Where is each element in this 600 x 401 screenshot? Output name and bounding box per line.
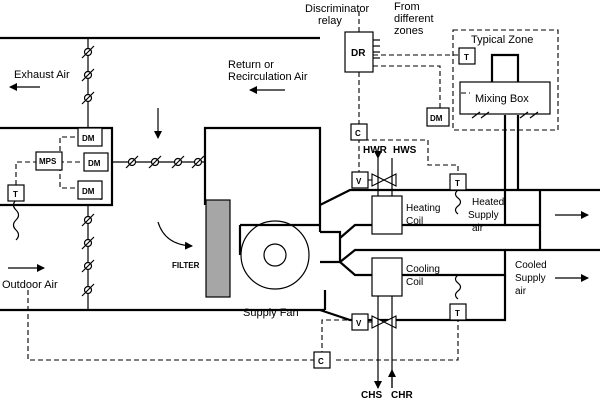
exhaust-air-label: Exhaust Air: [14, 69, 70, 81]
oa-sensor-element: [12, 199, 20, 241]
svg-text:DM: DM: [82, 134, 95, 143]
t-box-zone: T: [458, 47, 476, 65]
filter-element: [205, 199, 231, 298]
v-box-cooling: V: [351, 313, 372, 331]
svg-text:T: T: [13, 190, 18, 199]
chs-label: CHS: [361, 390, 382, 401]
control-lines: [15, 10, 470, 361]
outdoor-damper: [81, 205, 95, 310]
c-box-lower: C: [313, 351, 331, 369]
outdoor-air-label: Outdoor Air: [2, 279, 58, 291]
svg-text:C: C: [318, 357, 324, 366]
svg-text:C: C: [355, 129, 361, 138]
svg-text:T: T: [455, 179, 460, 188]
typical-zone-label: Typical Zone: [471, 34, 533, 46]
svg-text:MPS: MPS: [39, 157, 57, 166]
mixing-box-label: Mixing Box: [475, 93, 529, 105]
cool-sensor-element: [454, 274, 462, 300]
dm-box-zone: DM: [426, 107, 450, 127]
return-air-label: Return or Recirculation Air: [228, 59, 308, 83]
cooled-supply-label: Cooled Supply air: [515, 260, 549, 297]
discriminator-relay-label: Discriminator relay: [305, 3, 372, 27]
v-box-heating: V: [351, 171, 372, 189]
hwr-label: HWR: [363, 145, 388, 156]
t-box-heated: T: [449, 173, 467, 191]
heat-sensor-element: [454, 189, 462, 215]
svg-text:T: T: [464, 53, 469, 62]
mixing-box: [459, 81, 551, 115]
from-zones-label: From different zones: [394, 1, 437, 37]
heating-coil-label: Heating Coil: [406, 203, 443, 227]
svg-text:V: V: [356, 177, 362, 186]
recirc-damper: [112, 155, 205, 169]
chr-label: CHR: [391, 390, 413, 401]
ductwork: [0, 36, 600, 322]
heating-coil: [371, 195, 403, 235]
c-box-upper: C: [350, 123, 368, 141]
typical-zone: [452, 29, 559, 131]
dm-box-outdoor: DM: [77, 180, 103, 200]
svg-text:V: V: [356, 319, 362, 328]
mixing-box-dampers: [471, 111, 539, 119]
svg-text:T: T: [455, 309, 460, 318]
svg-text:DM: DM: [430, 114, 443, 123]
dm-box-exhaust: DM: [77, 127, 103, 147]
heated-supply-label: Heated Supply air: [468, 197, 507, 234]
water-pipes: [374, 151, 396, 389]
hws-label: HWS: [393, 145, 417, 156]
cooling-coil-label: Cooling Coil: [406, 264, 443, 288]
flow-arrows: [8, 83, 589, 282]
svg-text:DM: DM: [88, 159, 101, 168]
filter-label: FILTER: [172, 261, 200, 270]
cooling-coil: [371, 257, 403, 297]
discriminator-relay: DR: [344, 31, 380, 73]
svg-text:DR: DR: [351, 48, 366, 59]
t-box-cooled: T: [449, 303, 467, 321]
exhaust-damper: [81, 38, 95, 128]
dm-box-recirc: DM: [83, 152, 109, 172]
t-box-oa: T: [7, 184, 25, 202]
mps-box: MPS: [35, 151, 63, 171]
supply-fan: [238, 220, 342, 290]
supply-fan-label: Supply Fan: [243, 307, 299, 319]
svg-text:DM: DM: [82, 187, 95, 196]
